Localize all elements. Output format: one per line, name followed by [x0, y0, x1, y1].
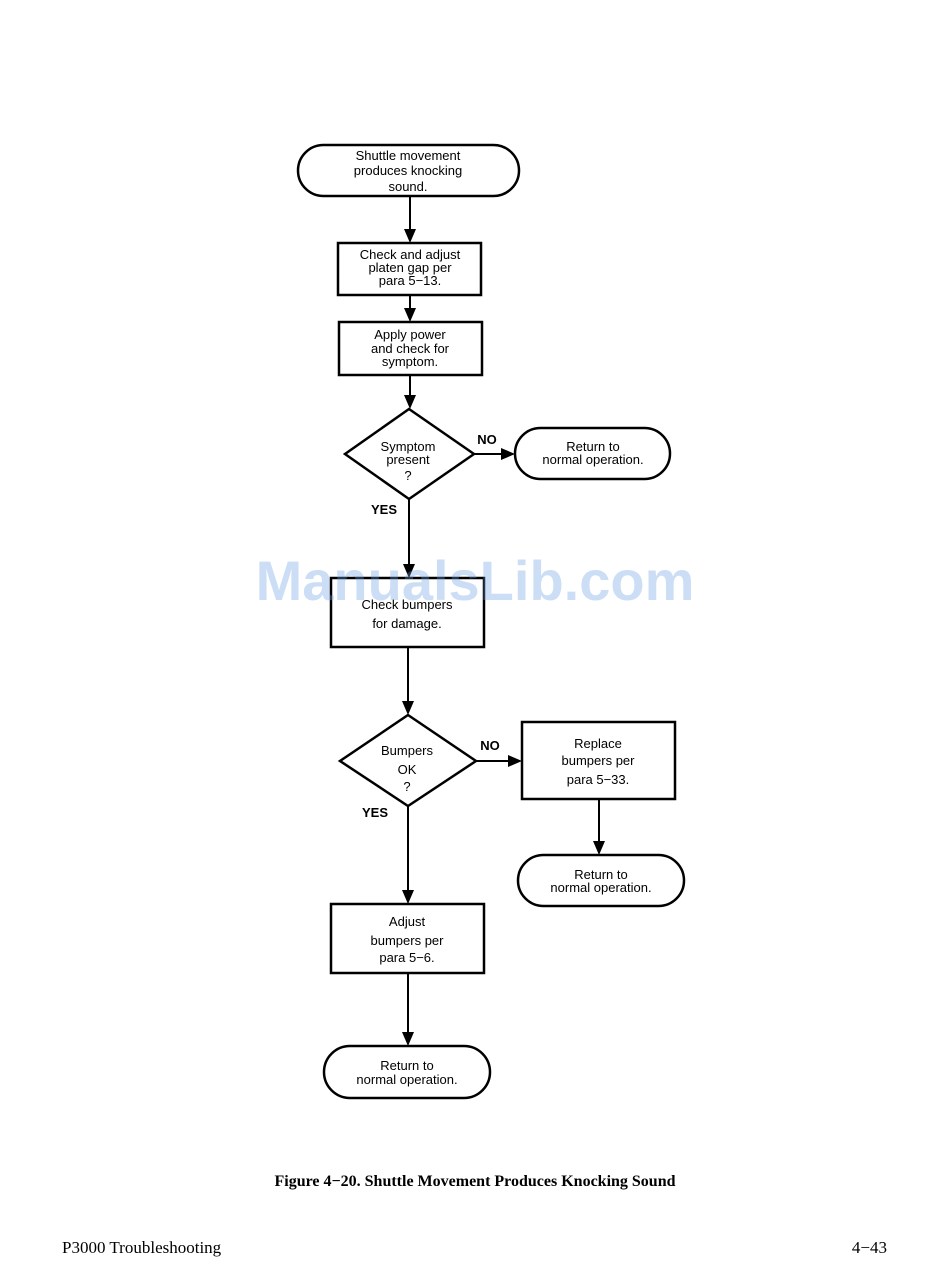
arrowhead [404, 308, 416, 322]
node-check-platen-line-3: para 5−13. [379, 273, 442, 288]
node-symptom-decision: Symptom present ? [342, 407, 477, 501]
label-bumpers-yes: YES [362, 805, 388, 820]
node-check-bumpers-line-1: Check bumpers [361, 597, 453, 612]
node-return-1: Return to normal operation. [513, 426, 672, 481]
node-replace-bumpers: Replace bumpers per para 5−33. [520, 720, 677, 801]
node-return-3-line-1: Return to [380, 1058, 433, 1073]
node-adjust-bumpers: Adjust bumpers per para 5−6. [329, 902, 486, 975]
label-symptom-yes: YES [371, 502, 397, 517]
arrowhead [404, 229, 416, 243]
label-symptom-no: NO [477, 432, 497, 447]
node-check-platen-line-2: platen gap per [368, 260, 452, 275]
node-start: Shuttle movement produces knocking sound… [296, 143, 521, 198]
arrowhead [402, 1032, 414, 1046]
node-symptom-line-2: present [386, 452, 430, 467]
node-symptom-line-1: Symptom [381, 439, 436, 454]
label-bumpers-no: NO [480, 738, 500, 753]
arrowhead [404, 395, 416, 409]
figure-caption: Figure 4−20. Shuttle Movement Produces K… [274, 1173, 676, 1190]
node-bumpers-line-2: OK [398, 762, 417, 777]
arrowhead [402, 890, 414, 904]
node-check-platen-line-1: Check and adjust [360, 247, 461, 262]
node-check-bumpers: Check bumpers for damage. [329, 576, 486, 649]
node-replace-line-1: Replace [574, 736, 622, 751]
watermark: ManualsLib.com [255, 549, 695, 612]
footer-section-title: P3000 Troubleshooting [62, 1238, 222, 1257]
arrowhead [403, 564, 415, 578]
node-bumpers-line-1: Bumpers [381, 743, 434, 758]
node-return-2-line-1: Return to [574, 867, 627, 882]
node-replace-line-2: bumpers per [562, 753, 636, 768]
node-return-3-line-2: normal operation. [356, 1072, 457, 1087]
node-start-line-3: sound. [388, 179, 427, 194]
node-check-platen: Check and adjust platen gap per para 5−1… [336, 241, 483, 297]
node-check-bumpers-line-2: for damage. [372, 616, 441, 631]
arrowhead [593, 841, 605, 855]
arrowhead [501, 448, 515, 460]
connectors [402, 196, 605, 1046]
arrowhead [508, 755, 522, 767]
node-apply-power: Apply power and check for symptom. [337, 320, 484, 377]
node-start-line-2: produces knocking [354, 163, 462, 178]
node-replace-line-3: para 5−33. [567, 772, 630, 787]
node-adjust-line-1: Adjust [389, 914, 426, 929]
node-return-1-line-1: Return to [566, 439, 619, 454]
node-apply-power-line-2: and check for [371, 341, 450, 356]
node-start-line-1: Shuttle movement [356, 148, 461, 163]
node-return-2: Return to normal operation. [516, 853, 686, 908]
node-symptom-line-3: ? [404, 468, 411, 483]
node-return-3: Return to normal operation. [322, 1044, 492, 1100]
node-adjust-line-3: para 5−6. [379, 950, 434, 965]
node-bumpers-line-3: ? [403, 779, 410, 794]
arrowhead [402, 701, 414, 715]
node-apply-power-line-1: Apply power [374, 327, 446, 342]
footer-page-number: 4−43 [851, 1238, 887, 1257]
node-adjust-line-2: bumpers per [371, 933, 445, 948]
node-apply-power-line-3: symptom. [382, 354, 438, 369]
node-return-2-line-2: normal operation. [550, 880, 651, 895]
node-return-1-line-2: normal operation. [542, 452, 643, 467]
node-bumpers-decision: Bumpers OK ? [337, 713, 479, 808]
